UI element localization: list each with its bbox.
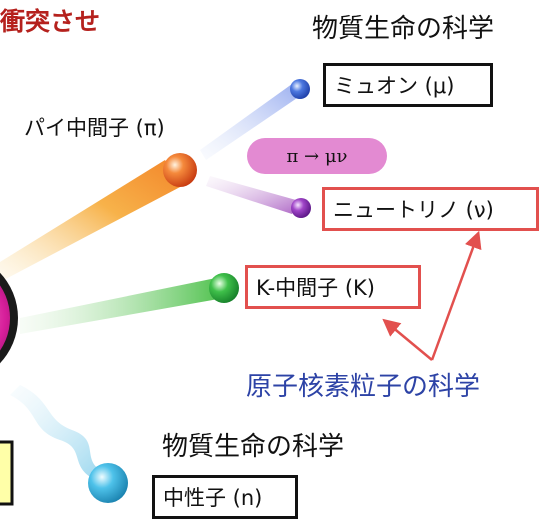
neutron-ball <box>88 463 128 503</box>
neutron-label: 中性子 (n) <box>163 486 263 510</box>
yellow-box <box>0 440 14 506</box>
arrow-to-neutrino <box>430 230 482 361</box>
neutrino-label: ニュートリノ (ν) <box>333 198 494 222</box>
pion-label: パイ中間子 (π) <box>24 116 165 140</box>
target-nucleus <box>0 272 18 364</box>
neutrino-ball <box>291 198 311 218</box>
muon-label: ミュオン (μ) <box>334 74 455 98</box>
kaon-ball <box>209 273 239 303</box>
category-material-life-bottom: 物質生命の科学 <box>162 432 345 462</box>
kaon-label: K-中間子 (K) <box>256 276 375 300</box>
arrow-to-kaon <box>382 318 433 361</box>
kaon-trail <box>20 278 224 334</box>
kaon-label-box: K-中間子 (K) <box>245 265 421 309</box>
decay-label: π → μν <box>286 145 348 167</box>
muon-ball <box>290 79 310 99</box>
pion-ball <box>163 153 197 187</box>
pion-trail <box>0 160 182 282</box>
neutrino-trail <box>206 176 296 214</box>
muon-label-box: ミュオン (μ) <box>323 63 493 107</box>
header-text: 衝突させ <box>0 7 101 36</box>
neutron-trail <box>10 385 100 478</box>
decay-pill: π → μν <box>247 138 387 174</box>
neutron-label-box: 中性子 (n) <box>152 475 298 519</box>
neutrino-label-box: ニュートリノ (ν) <box>322 187 539 231</box>
category-nuclear-particle: 原子核素粒子の科学 <box>246 372 481 402</box>
category-material-life-top: 物質生命の科学 <box>312 14 495 44</box>
muon-trail <box>200 84 300 160</box>
